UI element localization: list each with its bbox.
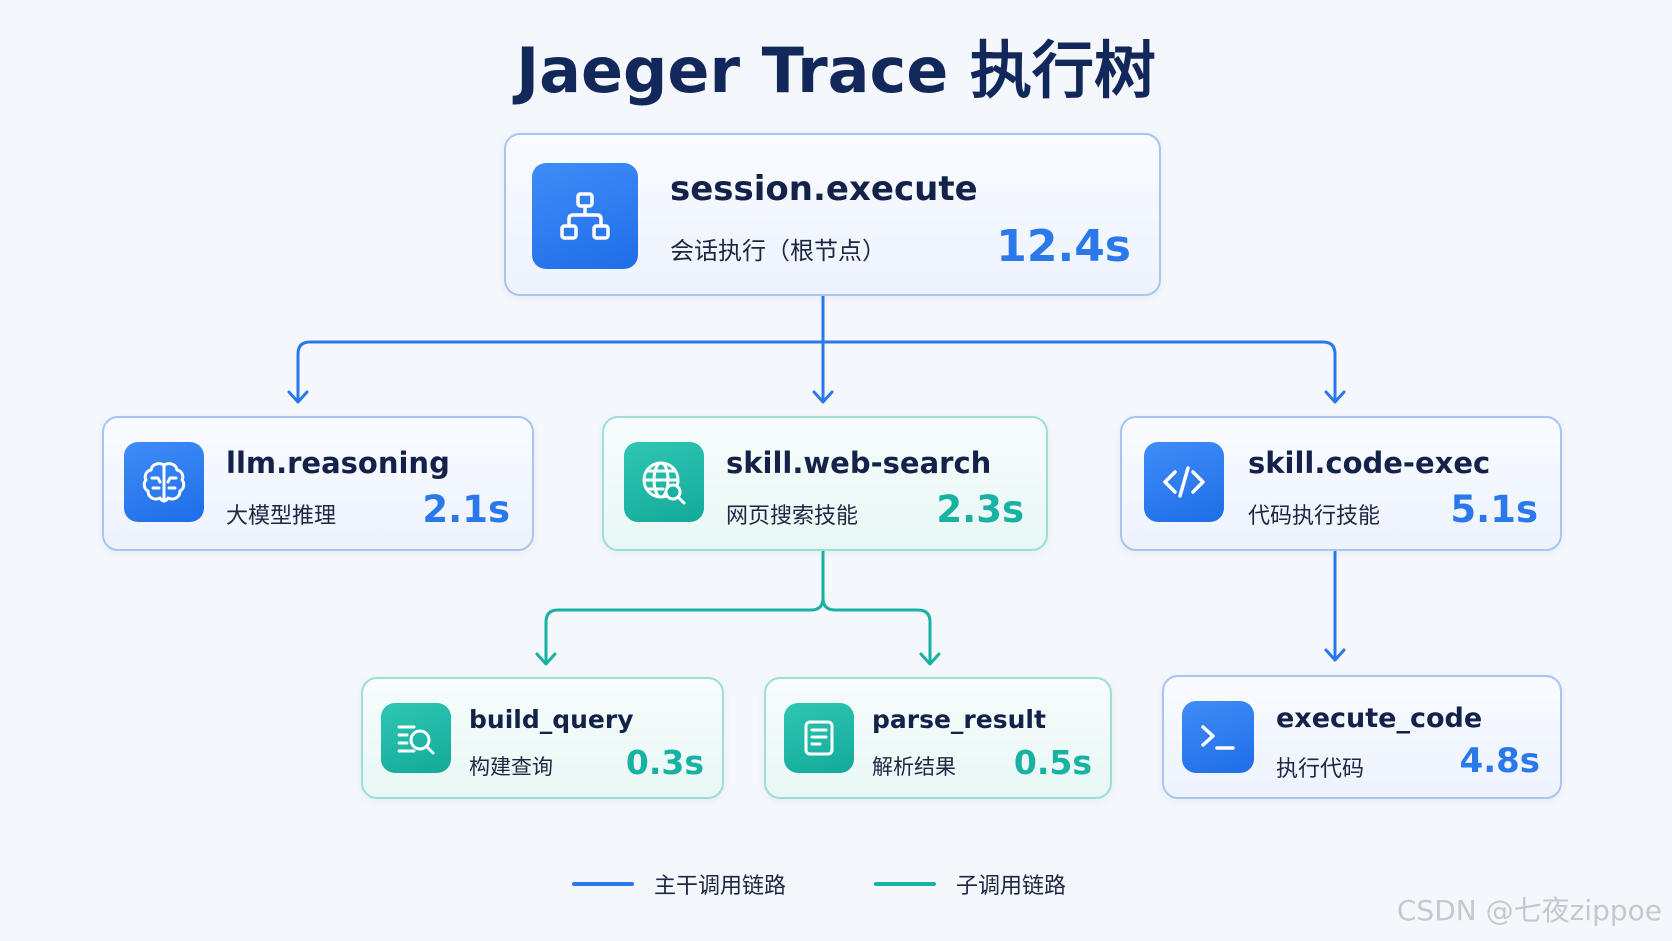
node-name: session.execute xyxy=(670,169,978,209)
node-duration: 5.1s xyxy=(1450,488,1538,531)
document-icon xyxy=(784,703,854,773)
node-duration: 2.3s xyxy=(936,488,1024,531)
legend-main-link: 主干调用链路 xyxy=(572,868,786,900)
brain-icon xyxy=(124,442,204,522)
hierarchy-icon xyxy=(532,163,638,269)
list-search-icon xyxy=(381,703,451,773)
node-description: 会话执行（根节点） xyxy=(670,237,886,265)
node-duration: 12.4s xyxy=(996,221,1131,272)
legend-main-line xyxy=(572,882,634,886)
node-name: llm.reasoning xyxy=(226,446,450,480)
node-name: parse_result xyxy=(872,705,1046,734)
node-duration: 0.3s xyxy=(625,743,704,782)
node-description: 解析结果 xyxy=(872,755,956,779)
globe-search-icon xyxy=(624,442,704,522)
node-duration: 4.8s xyxy=(1459,741,1540,781)
node-description: 代码执行技能 xyxy=(1248,504,1381,529)
terminal-icon xyxy=(1182,701,1254,773)
node-description: 网页搜索技能 xyxy=(726,504,859,529)
node-execute-code[interactable]: execute_code 执行代码 4.8s xyxy=(1162,675,1562,799)
arrow-to-parse-result xyxy=(919,652,941,666)
legend-sub-line xyxy=(874,882,936,886)
node-skill-code-exec[interactable]: skill.code-exec 代码执行技能 5.1s xyxy=(1120,416,1562,551)
node-name: skill.web-search xyxy=(726,446,992,480)
legend-sub-link: 子调用链路 xyxy=(874,868,1066,900)
connector-web-search-trunk xyxy=(544,550,825,664)
code-icon xyxy=(1144,442,1224,522)
legend-label: 子调用链路 xyxy=(956,874,1067,899)
diagram-title: Jaeger Trace 执行树 xyxy=(516,34,1156,107)
connector-root-bus xyxy=(296,340,1337,402)
node-description: 构建查询 xyxy=(469,755,553,779)
legend-label: 主干调用链路 xyxy=(654,874,787,899)
node-llm-reasoning[interactable]: llm.reasoning 大模型推理 2.1s xyxy=(102,416,534,551)
node-name: build_query xyxy=(469,705,634,734)
node-description: 大模型推理 xyxy=(226,504,337,529)
watermark: CSDN @七夜zippoe xyxy=(1396,894,1662,927)
arrow-to-llm xyxy=(287,390,309,404)
node-duration: 2.1s xyxy=(422,488,510,531)
node-session-execute[interactable]: session.execute 会话执行（根节点） 12.4s xyxy=(504,133,1161,296)
arrow-to-code-exec xyxy=(1324,390,1346,404)
arrow-to-web-search xyxy=(812,390,834,404)
node-duration: 0.5s xyxy=(1013,743,1092,782)
arrow-to-build-query xyxy=(535,652,557,666)
connector-web-search-right xyxy=(821,596,932,664)
node-description: 执行代码 xyxy=(1276,757,1365,782)
node-parse-result[interactable]: parse_result 解析结果 0.5s xyxy=(764,677,1112,799)
arrow-to-execute-code xyxy=(1324,648,1346,662)
node-skill-web-search[interactable]: skill.web-search 网页搜索技能 2.3s xyxy=(602,416,1048,551)
node-name: skill.code-exec xyxy=(1248,446,1491,480)
node-build-query[interactable]: build_query 构建查询 0.3s xyxy=(361,677,724,799)
node-name: execute_code xyxy=(1276,703,1483,734)
